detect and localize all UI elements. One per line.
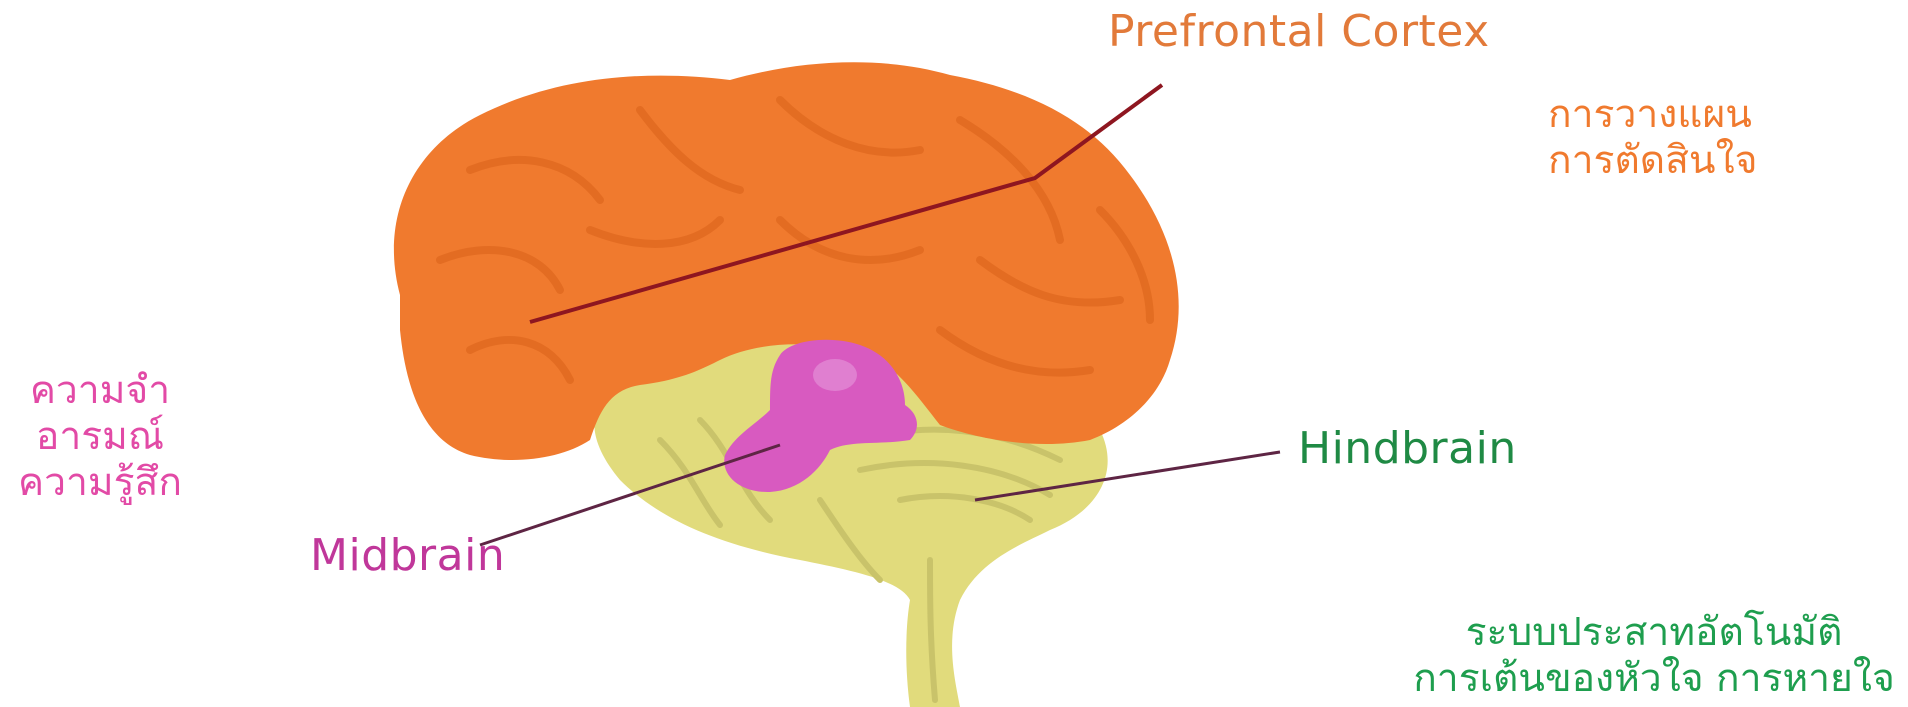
- midbrain-description-line-3: ความรู้สึก: [12, 460, 188, 506]
- hindbrain-description-line-2: การเต้นของหัวใจ การหายใจ: [1404, 656, 1904, 702]
- midbrain-description: ความจำ อารมณ์ ความรู้สึก: [12, 368, 188, 506]
- hindbrain-description: ระบบประสาทอัตโนมัติ การเต้นของหัวใจ การห…: [1404, 610, 1904, 702]
- prefrontal-description-line-2: การตัดสินใจ: [1548, 138, 1757, 184]
- hindbrain-label: Hindbrain: [1298, 427, 1517, 471]
- prefrontal-cortex-label: Prefrontal Cortex: [1108, 10, 1490, 54]
- prefrontal-description-line-1: การวางแผน: [1548, 92, 1757, 138]
- hindbrain-description-line-1: ระบบประสาทอัตโนมัติ: [1404, 610, 1904, 656]
- midbrain-highlight: [813, 359, 857, 391]
- midbrain-description-line-2: อารมณ์: [12, 414, 188, 460]
- midbrain-label: Midbrain: [310, 534, 505, 578]
- midbrain-description-line-1: ความจำ: [12, 368, 188, 414]
- prefrontal-description: การวางแผน การตัดสินใจ: [1548, 92, 1757, 184]
